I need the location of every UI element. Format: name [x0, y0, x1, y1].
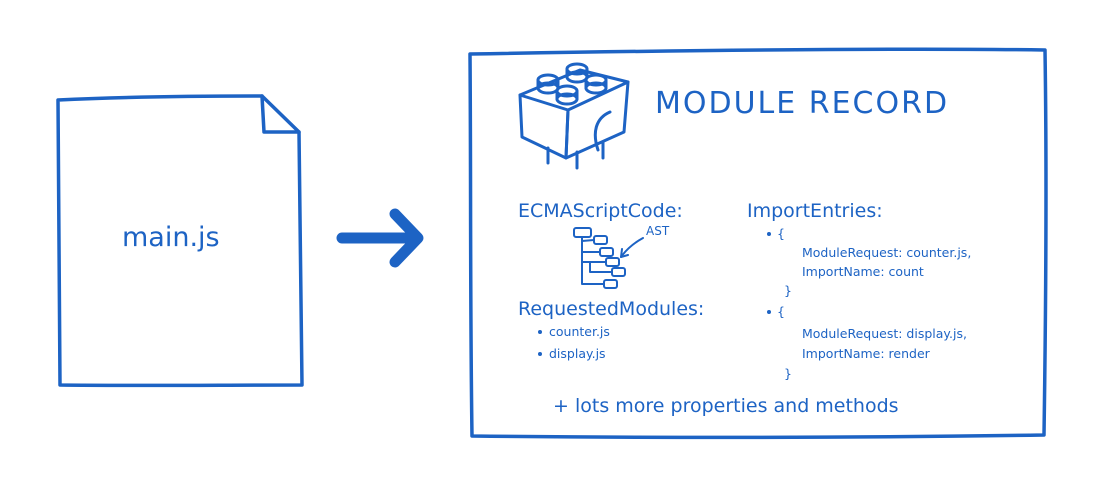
ast-tree-icon	[573, 227, 644, 289]
module-record-title: MODULE RECORD	[655, 86, 950, 121]
import-entry-module-request: ModuleRequest: display.js,	[802, 326, 967, 341]
lego-brick-icon	[518, 62, 630, 170]
arrow-icon	[336, 208, 424, 268]
file-icon	[56, 94, 304, 388]
requested-modules-label: RequestedModules:	[518, 298, 705, 320]
requested-module-item: display.js	[549, 346, 606, 361]
import-entry-import-name: ImportName: count	[802, 264, 924, 279]
import-entries-label: ImportEntries:	[747, 200, 883, 222]
import-entry-open-brace: {	[777, 304, 785, 319]
import-entry-close-brace: }	[784, 283, 792, 298]
bullet-icon	[538, 232, 771, 356]
file-name: main.js	[122, 222, 220, 253]
more-properties-note: + lots more properties and methods	[553, 395, 899, 417]
ast-label: AST	[646, 224, 670, 238]
import-entry-module-request: ModuleRequest: counter.js,	[802, 245, 972, 260]
ecmascript-code-label: ECMAScriptCode:	[518, 200, 683, 222]
import-entry-import-name: ImportName: render	[802, 346, 930, 361]
module-record-frame	[468, 47, 1048, 440]
import-entry-open-brace: {	[777, 226, 785, 241]
requested-module-item: counter.js	[549, 324, 610, 339]
import-entry-close-brace: }	[784, 366, 792, 381]
